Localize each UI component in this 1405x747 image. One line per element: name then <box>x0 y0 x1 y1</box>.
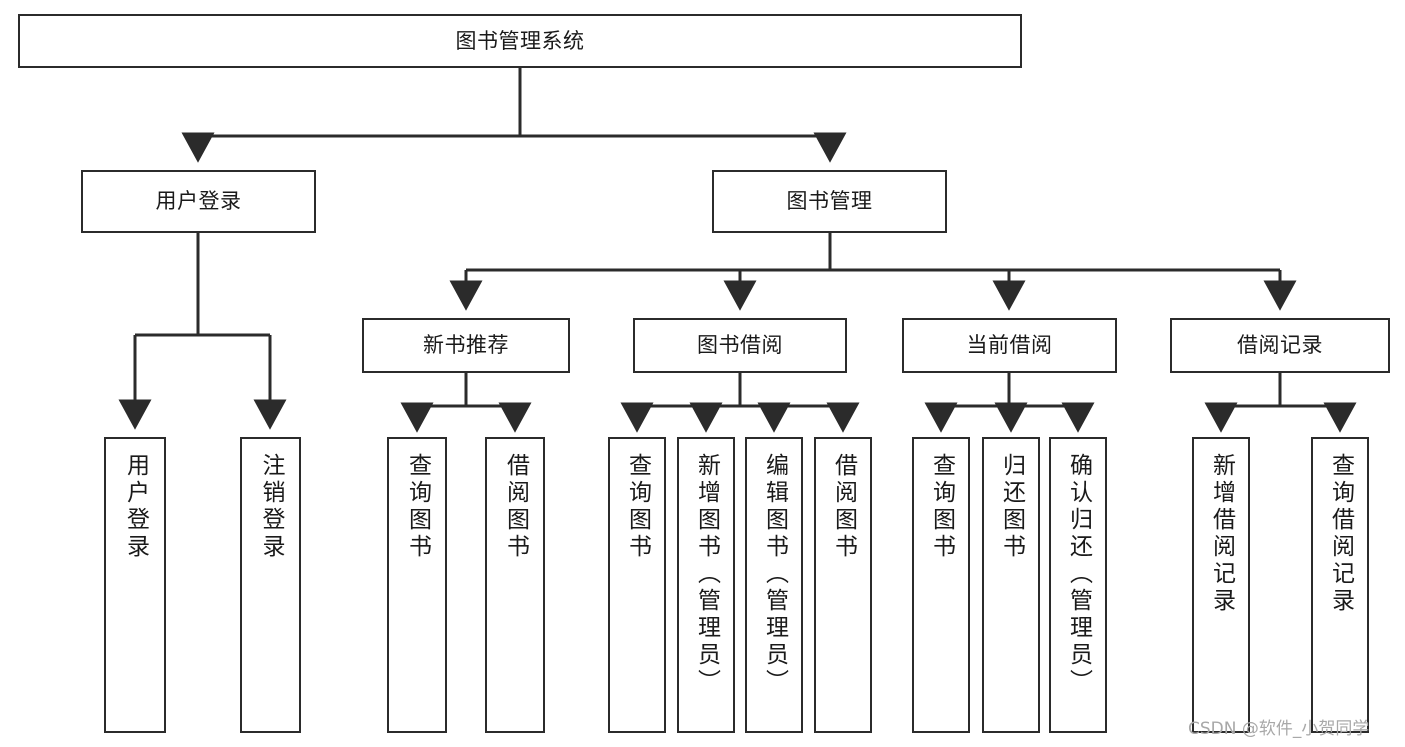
node-user-login[interactable]: 用户登录 <box>81 170 316 233</box>
node-label: 新增图书（管理员） <box>693 453 720 696</box>
node-leaf-return-book[interactable]: 归还图书 <box>982 437 1040 733</box>
node-label: 借阅记录 <box>1237 333 1323 358</box>
node-leaf-query-book-1[interactable]: 查询图书 <box>387 437 447 733</box>
node-label: 图书管理系统 <box>455 28 585 53</box>
node-label: 借阅图书 <box>830 453 857 561</box>
node-leaf-add-book-admin[interactable]: 新增图书（管理员） <box>677 437 735 733</box>
node-borrow-record[interactable]: 借阅记录 <box>1170 318 1390 373</box>
node-label: 注销登录 <box>258 453 284 561</box>
node-label: 编辑图书（管理员） <box>761 453 788 696</box>
node-leaf-borrow-book-2[interactable]: 借阅图书 <box>814 437 872 733</box>
node-current-borrow[interactable]: 当前借阅 <box>902 318 1117 373</box>
node-label: 当前借阅 <box>966 333 1053 358</box>
node-label: 用户登录 <box>155 189 242 214</box>
node-label: 查询借阅记录 <box>1327 453 1354 615</box>
node-book-borrow[interactable]: 图书借阅 <box>633 318 847 373</box>
node-label: 查询图书 <box>404 453 431 561</box>
node-book-management[interactable]: 图书管理 <box>712 170 947 233</box>
node-new-book-recommend[interactable]: 新书推荐 <box>362 318 570 373</box>
node-leaf-logout-login[interactable]: 注销登录 <box>240 437 301 733</box>
node-leaf-add-borrow-record[interactable]: 新增借阅记录 <box>1192 437 1250 733</box>
node-label: 图书管理 <box>786 189 873 214</box>
node-label: 查询图书 <box>624 453 651 561</box>
node-leaf-user-login[interactable]: 用户登录 <box>104 437 166 733</box>
node-leaf-borrow-book-1[interactable]: 借阅图书 <box>485 437 545 733</box>
node-label: 新增借阅记录 <box>1208 453 1235 615</box>
node-label: 新书推荐 <box>423 333 509 358</box>
node-leaf-query-borrow-record[interactable]: 查询借阅记录 <box>1311 437 1369 733</box>
node-leaf-edit-book-admin[interactable]: 编辑图书（管理员） <box>745 437 803 733</box>
node-leaf-query-book-3[interactable]: 查询图书 <box>912 437 970 733</box>
node-label: 借阅图书 <box>502 453 529 561</box>
node-leaf-query-book-2[interactable]: 查询图书 <box>608 437 666 733</box>
node-label: 用户登录 <box>122 453 149 561</box>
node-label: 查询图书 <box>928 453 955 561</box>
node-root-book-management-system[interactable]: 图书管理系统 <box>18 14 1022 68</box>
node-label: 确认归还（管理员） <box>1065 453 1092 696</box>
node-label: 归还图书 <box>998 453 1025 561</box>
node-label: 图书借阅 <box>697 333 783 358</box>
node-leaf-confirm-return-admin[interactable]: 确认归还（管理员） <box>1049 437 1107 733</box>
